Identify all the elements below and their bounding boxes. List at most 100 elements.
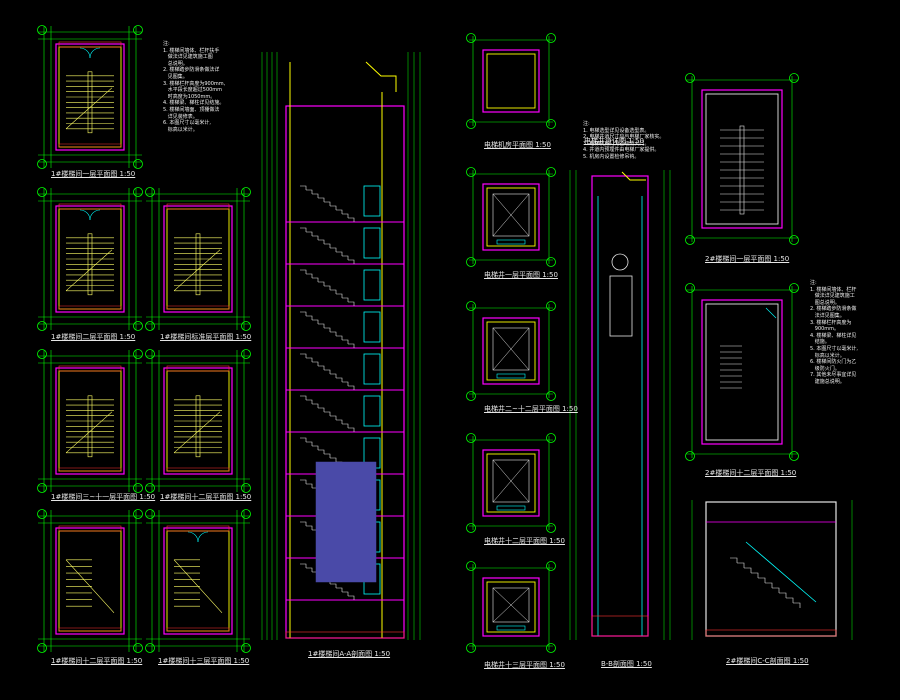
break-line	[173, 249, 221, 292]
stair-step	[330, 247, 337, 252]
lift-section	[569, 170, 671, 640]
grid-axis-bubble	[466, 643, 476, 653]
shaft-wall	[482, 183, 540, 251]
stair-well	[739, 125, 745, 215]
lintel-hatch	[166, 203, 230, 210]
wall-inner	[705, 303, 779, 441]
grid-axis-bubble	[241, 483, 251, 493]
stair-step	[306, 231, 313, 236]
notes-right: 注: 1. 楼梯间墙体、栏杆 做法详见建筑施工 图总说明。 2. 楼梯踏步防滑条…	[810, 280, 858, 385]
stair-step	[342, 339, 349, 344]
stair-step	[330, 331, 337, 336]
stair-step	[324, 411, 331, 416]
stair1-floor2-plan	[37, 187, 143, 331]
stair-step	[306, 483, 313, 488]
grid-axis-bubble	[37, 483, 47, 493]
floor-hatch	[705, 629, 837, 637]
stair-step	[330, 373, 337, 378]
wall-outline	[55, 527, 125, 635]
lintel-hatch	[166, 525, 230, 532]
stair1-floor1-plan	[37, 25, 143, 169]
lift-door	[496, 625, 526, 631]
window	[363, 311, 381, 343]
stair-step	[336, 587, 343, 592]
stair-well	[195, 395, 201, 458]
lift-door	[496, 505, 526, 511]
grid-axis-bubble	[466, 257, 476, 267]
grid-axis-bubble	[546, 643, 556, 653]
lift-2-12-plan	[466, 301, 556, 401]
lift-car-cross	[492, 459, 530, 503]
floor-hatch	[58, 467, 122, 472]
stair-step	[342, 255, 349, 260]
stair-step	[300, 269, 307, 274]
wall-outline	[163, 367, 233, 475]
stair-step	[348, 343, 355, 348]
wall-outline	[55, 205, 125, 313]
shaft-wall	[482, 577, 540, 637]
brick-infill	[315, 461, 377, 583]
stair-step	[306, 399, 313, 404]
grid-axis-bubble	[37, 321, 47, 331]
stair-step	[324, 285, 331, 290]
notes-mid: 注: 1. 电梯选型详见设备选型表。 2. 电梯井道尺寸应与电梯厂家核实。 3.…	[583, 121, 665, 160]
stair-step	[342, 423, 349, 428]
grid-axis-bubble	[685, 235, 695, 245]
stair-slope	[65, 559, 115, 614]
title-stair1-12b: 1#楼梯间十二层平面图 1:50	[51, 657, 143, 665]
stair-well	[87, 233, 93, 296]
grid-axis-bubble	[133, 349, 143, 359]
stair-step	[312, 445, 319, 450]
grid-axis-bubble	[145, 509, 155, 519]
stair-step	[324, 243, 331, 248]
title-bb-section: B-B剖面图 1:50	[601, 660, 652, 668]
grid-axis-bubble	[133, 321, 143, 331]
lift-12-plan	[466, 433, 556, 533]
stair-step	[318, 197, 325, 202]
grid-axis-bubble	[37, 349, 47, 359]
grid-axis-bubble	[789, 235, 799, 245]
grid-axis-bubble	[37, 509, 47, 519]
stair-step	[306, 525, 313, 530]
grid-axis-bubble	[37, 643, 47, 653]
stair-step	[336, 293, 343, 298]
floor-hatch	[166, 627, 230, 632]
stair1-section	[261, 52, 421, 640]
door-swing	[89, 47, 101, 59]
shaft-wall	[482, 317, 540, 385]
break-line	[173, 411, 221, 454]
lintel-hatch	[58, 203, 122, 210]
floor-hatch	[58, 143, 122, 148]
stair-step	[336, 251, 343, 256]
grid-axis-bubble	[133, 187, 143, 197]
shaft-inner	[486, 581, 536, 633]
stair-step	[348, 385, 355, 390]
stair-step	[306, 273, 313, 278]
stair2-section	[691, 500, 853, 640]
title-lift-2-12: 电梯井二~十二层平面图 1:50	[484, 405, 578, 413]
lintel-hatch	[166, 365, 230, 372]
stair-step	[300, 185, 307, 190]
grid-axis-bubble	[685, 283, 695, 293]
lift-car	[492, 193, 530, 237]
grid-axis-bubble	[145, 483, 155, 493]
window	[363, 227, 381, 259]
stair-step	[737, 562, 745, 568]
wall-outline	[701, 89, 783, 229]
title-stair1-12a: 1#楼梯间十二层平面图 1:50	[160, 493, 252, 501]
grid-axis-bubble	[37, 159, 47, 169]
title-stair1-floor1: 1#楼梯间一层平面图 1:50	[51, 170, 136, 178]
stair-step	[793, 602, 801, 608]
stair-step	[348, 301, 355, 306]
grid-axis-bubble	[133, 483, 143, 493]
stair-step	[324, 201, 331, 206]
grid-axis-bubble	[466, 301, 476, 311]
grid-axis-bubble	[37, 25, 47, 35]
stair-step	[318, 365, 325, 370]
stair-step	[306, 189, 313, 194]
stair-step	[342, 213, 349, 218]
stair1-12a-plan	[145, 349, 251, 493]
grid-axis-bubble	[145, 187, 155, 197]
stair-step	[312, 277, 319, 282]
title-lift-13: 电梯井十三层平面图 1:50	[484, 661, 565, 669]
